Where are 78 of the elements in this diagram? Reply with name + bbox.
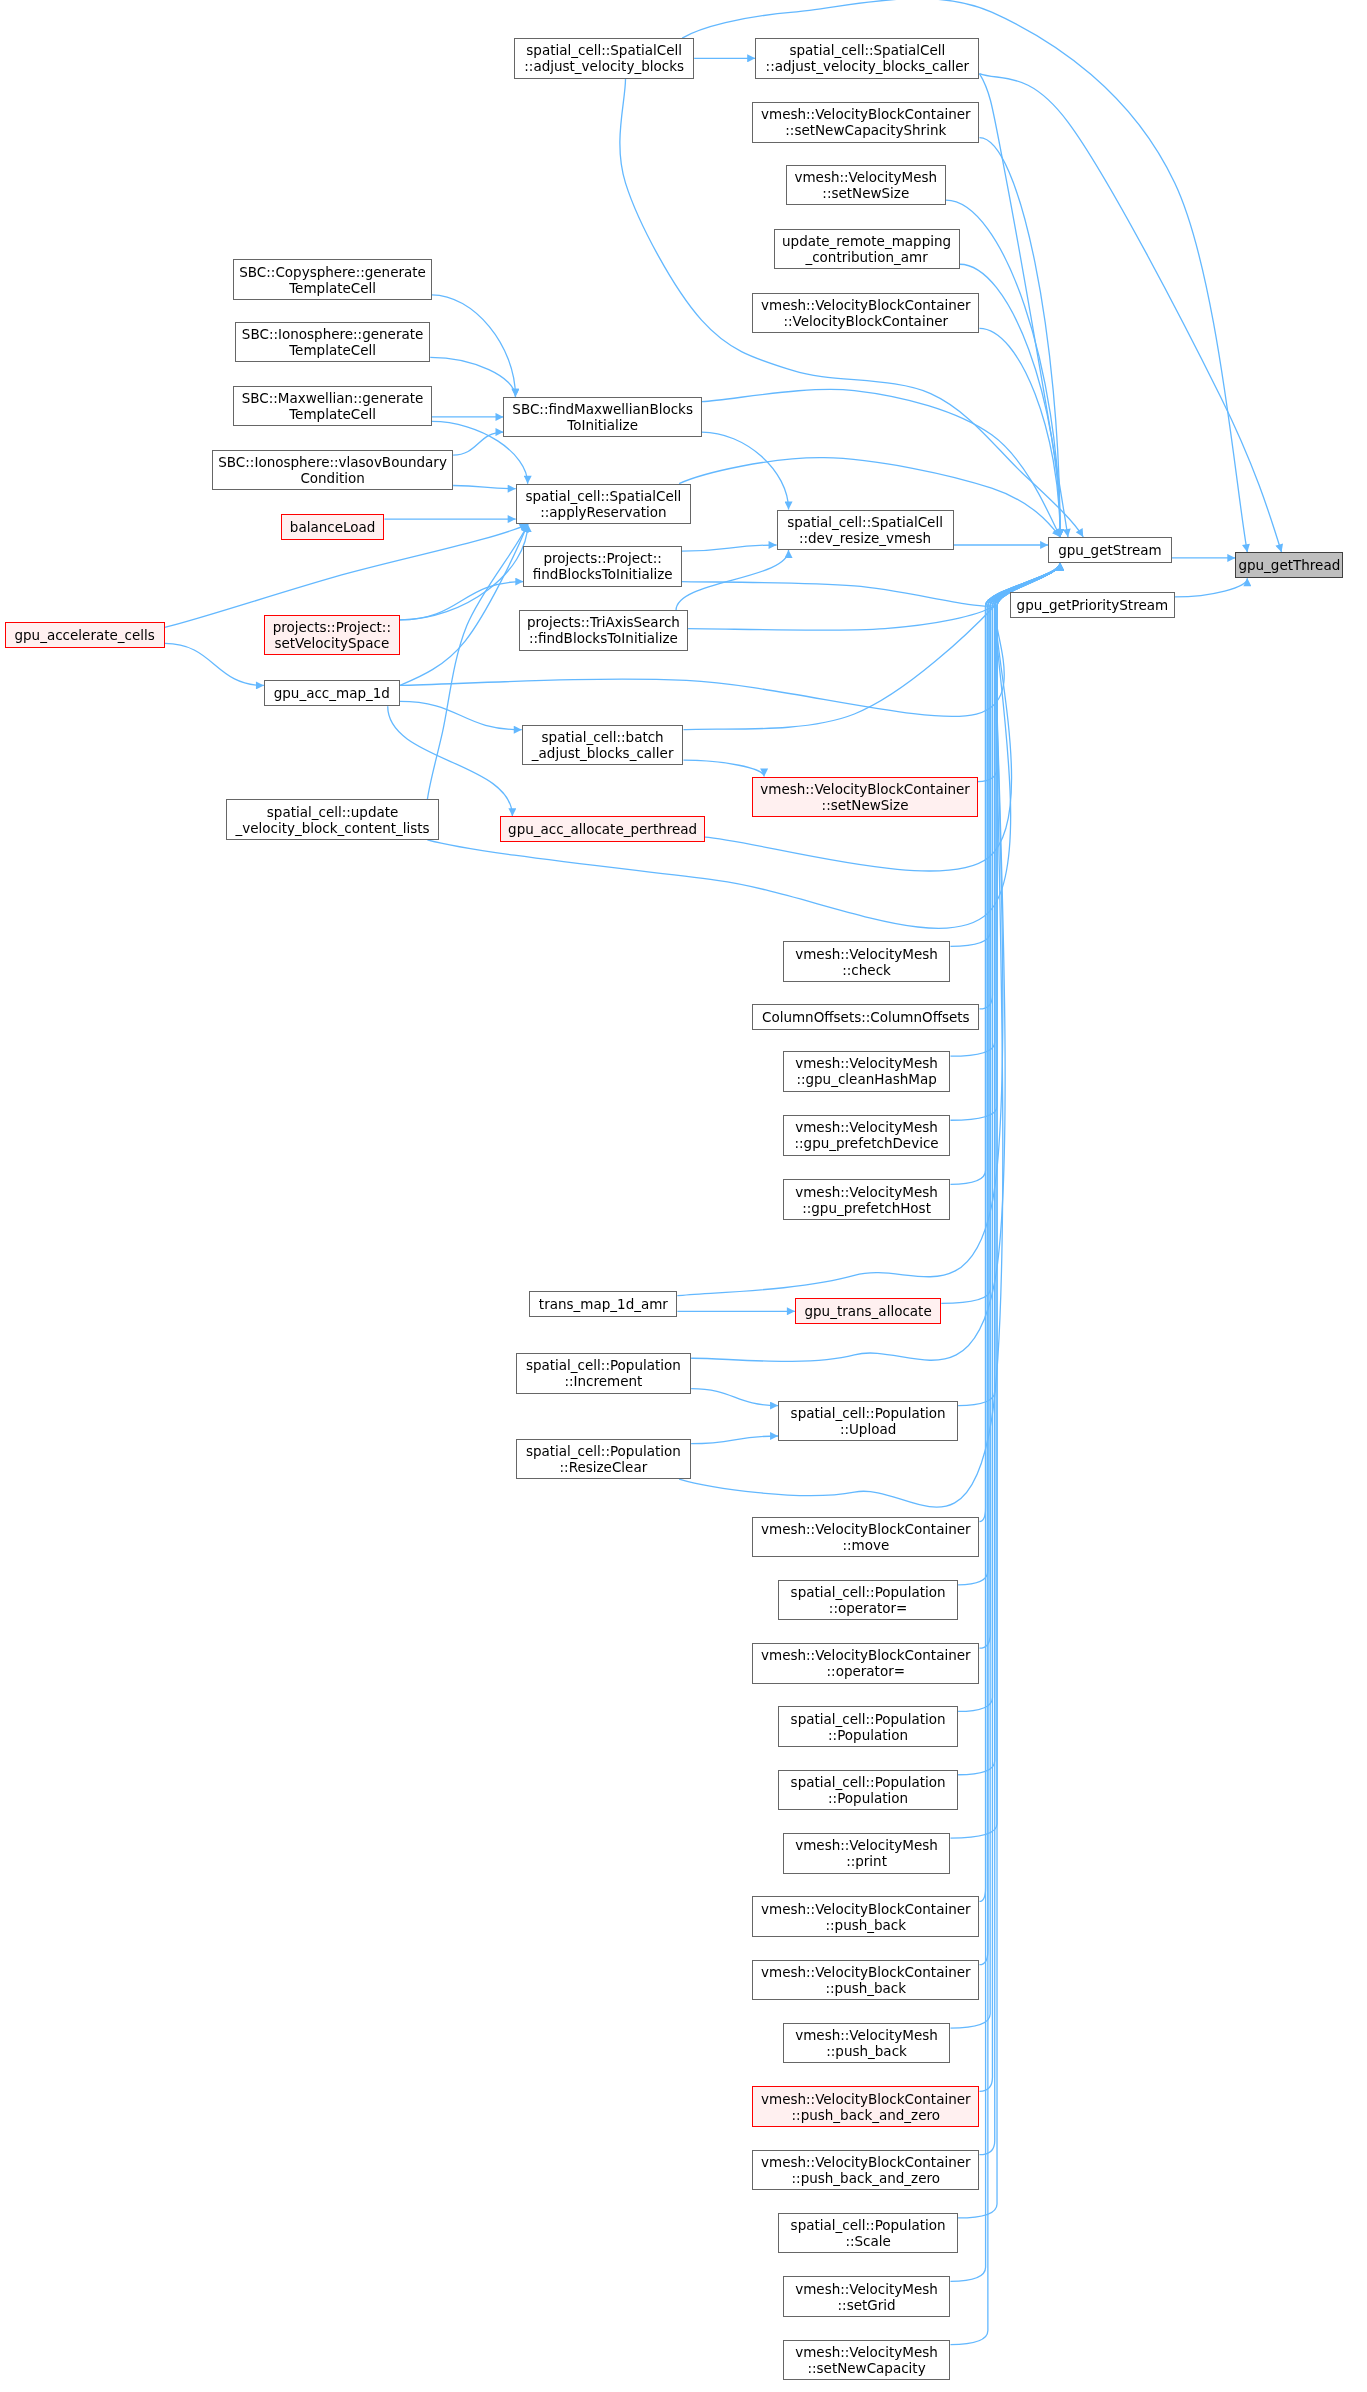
function-box: vmesh::VelocityBlockContainer ::setNewSize: [752, 776, 978, 817]
call-arrow: [681, 541, 778, 552]
function-box: gpu_acc_allocate_perthread: [500, 816, 705, 843]
call-arrow: [690, 1432, 779, 1445]
call-arrow: [619, 77, 1084, 538]
function-box: spatial_cell::SpatialCell ::adjust_velocity_blocks: [514, 38, 695, 79]
call-arrow: [675, 549, 790, 611]
call-arrow: [978, 327, 1064, 538]
call-arrow: [678, 457, 1061, 538]
function-box: vmesh::VelocityMesh ::gpu_prefetchHost: [782, 1179, 951, 1220]
call-arrow: [452, 428, 505, 456]
function-box: vmesh::VelocityMesh ::push_back: [782, 2023, 951, 2064]
function-box: spatial_cell::SpatialCell ::adjust_velocity_blocks_caller: [755, 38, 980, 79]
call-arrow: [978, 72, 1071, 538]
call-arrow: [164, 642, 265, 689]
function-box: vmesh::VelocityBlockContainer ::operator=: [752, 1643, 980, 1684]
call-arrow: [1174, 577, 1249, 598]
function-box: spatial_cell::Population ::Population: [778, 1769, 959, 1811]
function-box: spatial_cell::Population ::Increment: [515, 1353, 692, 1394]
function-box: spatial_cell::Population ::Scale: [778, 2212, 959, 2254]
function-box: vmesh::VelocityBlockContainer ::setNewCapacityShrink: [752, 102, 980, 143]
function-box: vmesh::VelocityMesh ::setNewSize: [785, 164, 946, 206]
function-box: spatial_cell::Population ::operator=: [778, 1579, 959, 1621]
function-box: gpu_acc_map_1d: [263, 680, 400, 707]
call-arrow: [978, 72, 1283, 553]
function-box: vmesh::VelocityMesh ::setGrid: [782, 2276, 951, 2317]
function-box: SBC::Ionosphere::generate TemplateCell: [234, 321, 431, 363]
function-box: vmesh::VelocityBlockContainer ::push_back_and_zero: [752, 2086, 980, 2127]
function-box: gpu_getThread: [1235, 552, 1344, 579]
call-arrow: [431, 420, 531, 485]
function-box: projects::TriAxisSearch ::findBlocksToInitialize: [518, 610, 689, 651]
call-arrow: [690, 1388, 779, 1410]
call-arrow: [431, 412, 505, 421]
function-box: vmesh::VelocityMesh ::print: [782, 1833, 951, 1874]
function-box: SBC::findMaxwellianBlocks ToInitialize: [503, 396, 702, 438]
function-box: projects::Project:: findBlocksToInitialize: [523, 546, 682, 587]
call-arrow: [681, 0, 1250, 553]
call-arrow: [693, 54, 756, 63]
function-box: vmesh::VelocityMesh ::gpu_cleanHashMap: [782, 1051, 951, 1092]
function-box: spatial_cell::Population ::Population: [778, 1706, 959, 1747]
call-arrow: [399, 700, 523, 734]
function-box: gpu_accelerate_cells: [4, 622, 165, 649]
function-box: gpu_getPriorityStream: [1010, 591, 1175, 618]
function-box: projects::Project:: setVelocitySpace: [263, 614, 400, 656]
call-arrow: [164, 523, 529, 629]
function-box: vmesh::VelocityMesh ::setNewCapacity: [782, 2339, 951, 2381]
call-arrow: [952, 541, 1049, 549]
function-box: vmesh::VelocityBlockContainer ::move: [752, 1516, 980, 1557]
function-box: vmesh::VelocityBlockContainer ::push_back: [752, 1896, 980, 1937]
function-box: SBC::Ionosphere::vlasovBoundary Condition: [212, 450, 454, 491]
function-box: trans_map_1d_amr: [529, 1290, 678, 1317]
call-arrow: [387, 705, 515, 817]
function-box: vmesh::VelocityBlockContainer ::push_back_and_zero: [752, 2149, 980, 2191]
function-box: vmesh::VelocityBlockContainer ::VelocityBlockContainer: [752, 292, 980, 334]
function-box: gpu_getStream: [1048, 537, 1172, 563]
function-box: SBC::Copysphere::generate TemplateCell: [233, 259, 432, 300]
function-box: gpu_trans_allocate: [794, 1298, 942, 1325]
call-arrow: [383, 515, 517, 524]
function-box: spatial_cell::batch _adjust_blocks_caller: [521, 724, 684, 766]
function-box: vmesh::VelocityBlockContainer ::push_back: [752, 1959, 980, 2001]
call-arrow: [701, 431, 792, 511]
function-box: spatial_cell::SpatialCell ::dev_resize_vmesh: [776, 509, 954, 550]
function-box: spatial_cell::Population ::Upload: [778, 1400, 959, 1441]
call-arrow: [682, 759, 765, 778]
function-box: update_remote_mapping _contribution_amr: [773, 228, 960, 270]
function-box: balanceLoad: [280, 514, 385, 541]
call-arrow: [399, 578, 524, 621]
call-arrow: [429, 356, 518, 398]
call-arrow: [676, 1307, 796, 1316]
call-arrow: [1171, 553, 1236, 562]
function-box: SBC::Maxwellian::generate TemplateCell: [233, 386, 432, 427]
function-box: spatial_cell::SpatialCell ::applyReservation: [515, 483, 692, 525]
function-box: vmesh::VelocityMesh ::check: [782, 941, 951, 982]
function-box: ColumnOffsets::ColumnOffsets: [752, 1003, 980, 1030]
function-box: vmesh::VelocityMesh ::gpu_prefetchDevice: [782, 1115, 951, 1156]
function-box: spatial_cell::Population ::ResizeClear: [515, 1438, 692, 1480]
call-arrow: [452, 484, 517, 493]
function-box: spatial_cell::update _velocity_block_content_lists: [225, 799, 440, 840]
